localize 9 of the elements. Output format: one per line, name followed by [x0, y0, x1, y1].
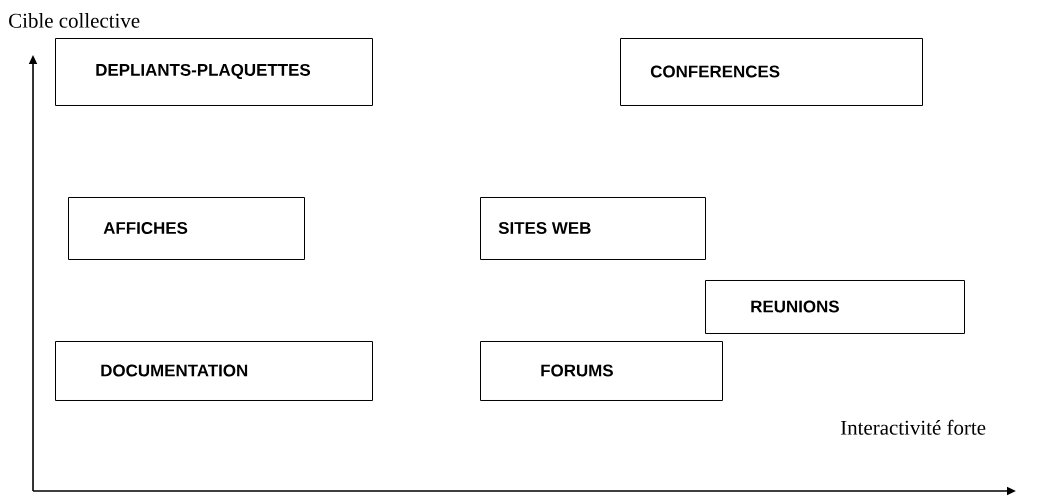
label-box: SITES WEB [480, 197, 706, 260]
label-box: AFFICHES [68, 197, 305, 260]
label-box: FORUMS [480, 341, 723, 401]
label-box: REUNIONS [705, 280, 965, 334]
axis-label: Cible collective [9, 13, 140, 28]
label-box: DOCUMENTATION [55, 341, 373, 401]
label-box: DEPLIANTS-PLAQUETTES [55, 38, 373, 106]
axis-label: Interactivité forte [840, 419, 986, 435]
label-box: CONFERENCES [620, 38, 923, 106]
